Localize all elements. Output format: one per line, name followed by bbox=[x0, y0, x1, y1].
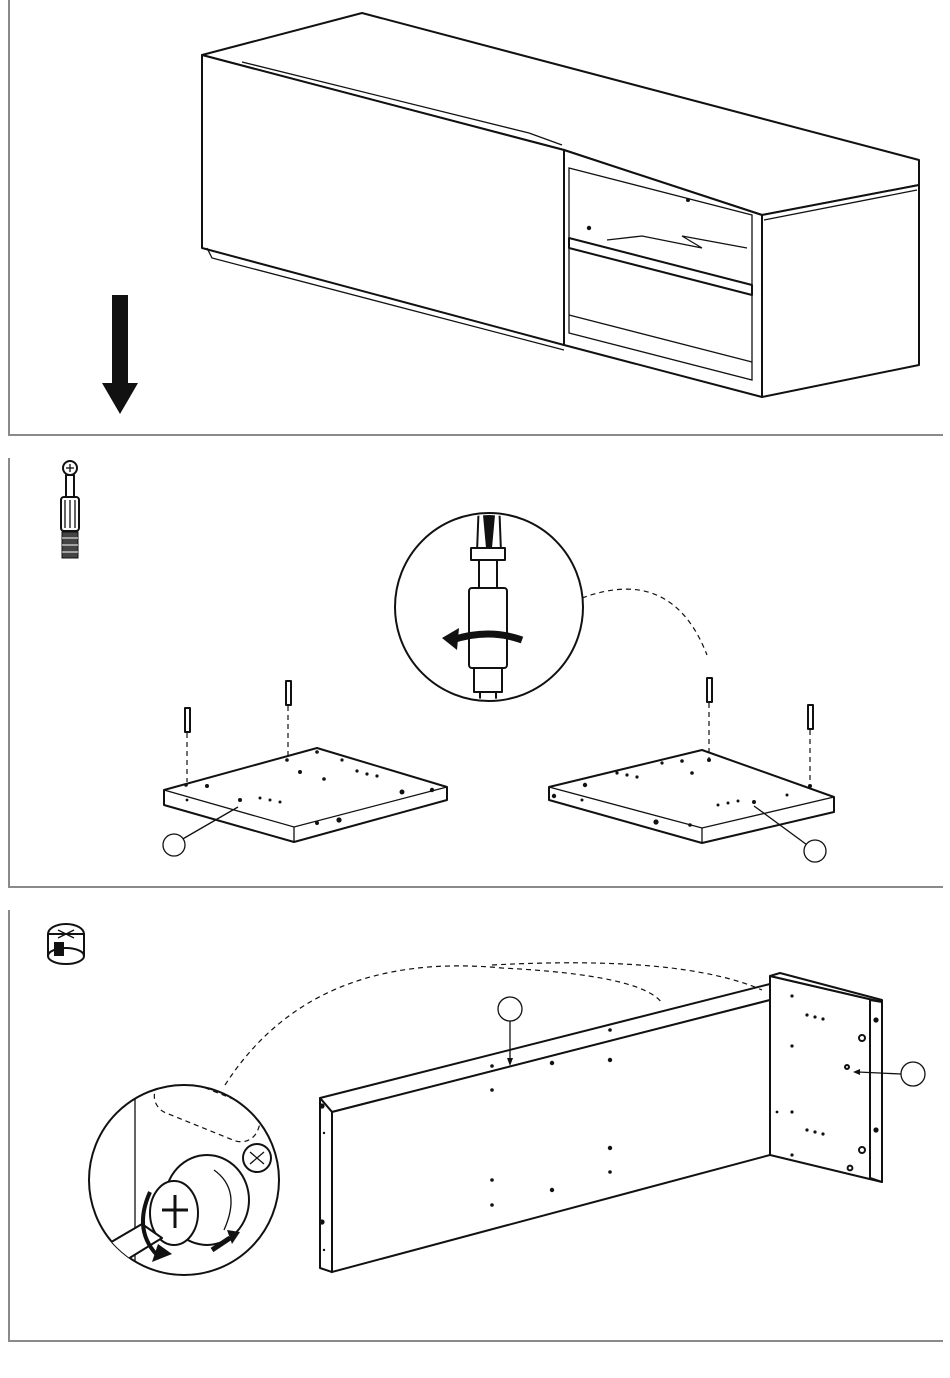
side-panel-right bbox=[549, 750, 834, 843]
detail-leader-line bbox=[582, 589, 707, 655]
cam-lock-detail bbox=[84, 1071, 279, 1280]
back-panel bbox=[319, 984, 770, 1272]
step-3-panel bbox=[8, 910, 943, 1342]
step-3-drawing bbox=[10, 910, 945, 1342]
screwdriver-detail bbox=[395, 500, 583, 712]
step-2-drawing bbox=[10, 458, 945, 888]
end-panel bbox=[770, 973, 882, 1182]
bench-side-panel bbox=[762, 185, 919, 397]
down-arrow-icon bbox=[102, 295, 138, 414]
tv-bench bbox=[202, 13, 919, 397]
cam-lock-icon bbox=[48, 924, 84, 964]
step-1-panel bbox=[8, 0, 943, 436]
detail-arc-line-2 bbox=[492, 963, 762, 990]
step-1-drawing bbox=[10, 0, 945, 436]
step-2-panel bbox=[8, 458, 943, 888]
cam-bolt-icon bbox=[61, 461, 79, 558]
side-panel-left bbox=[164, 748, 447, 842]
